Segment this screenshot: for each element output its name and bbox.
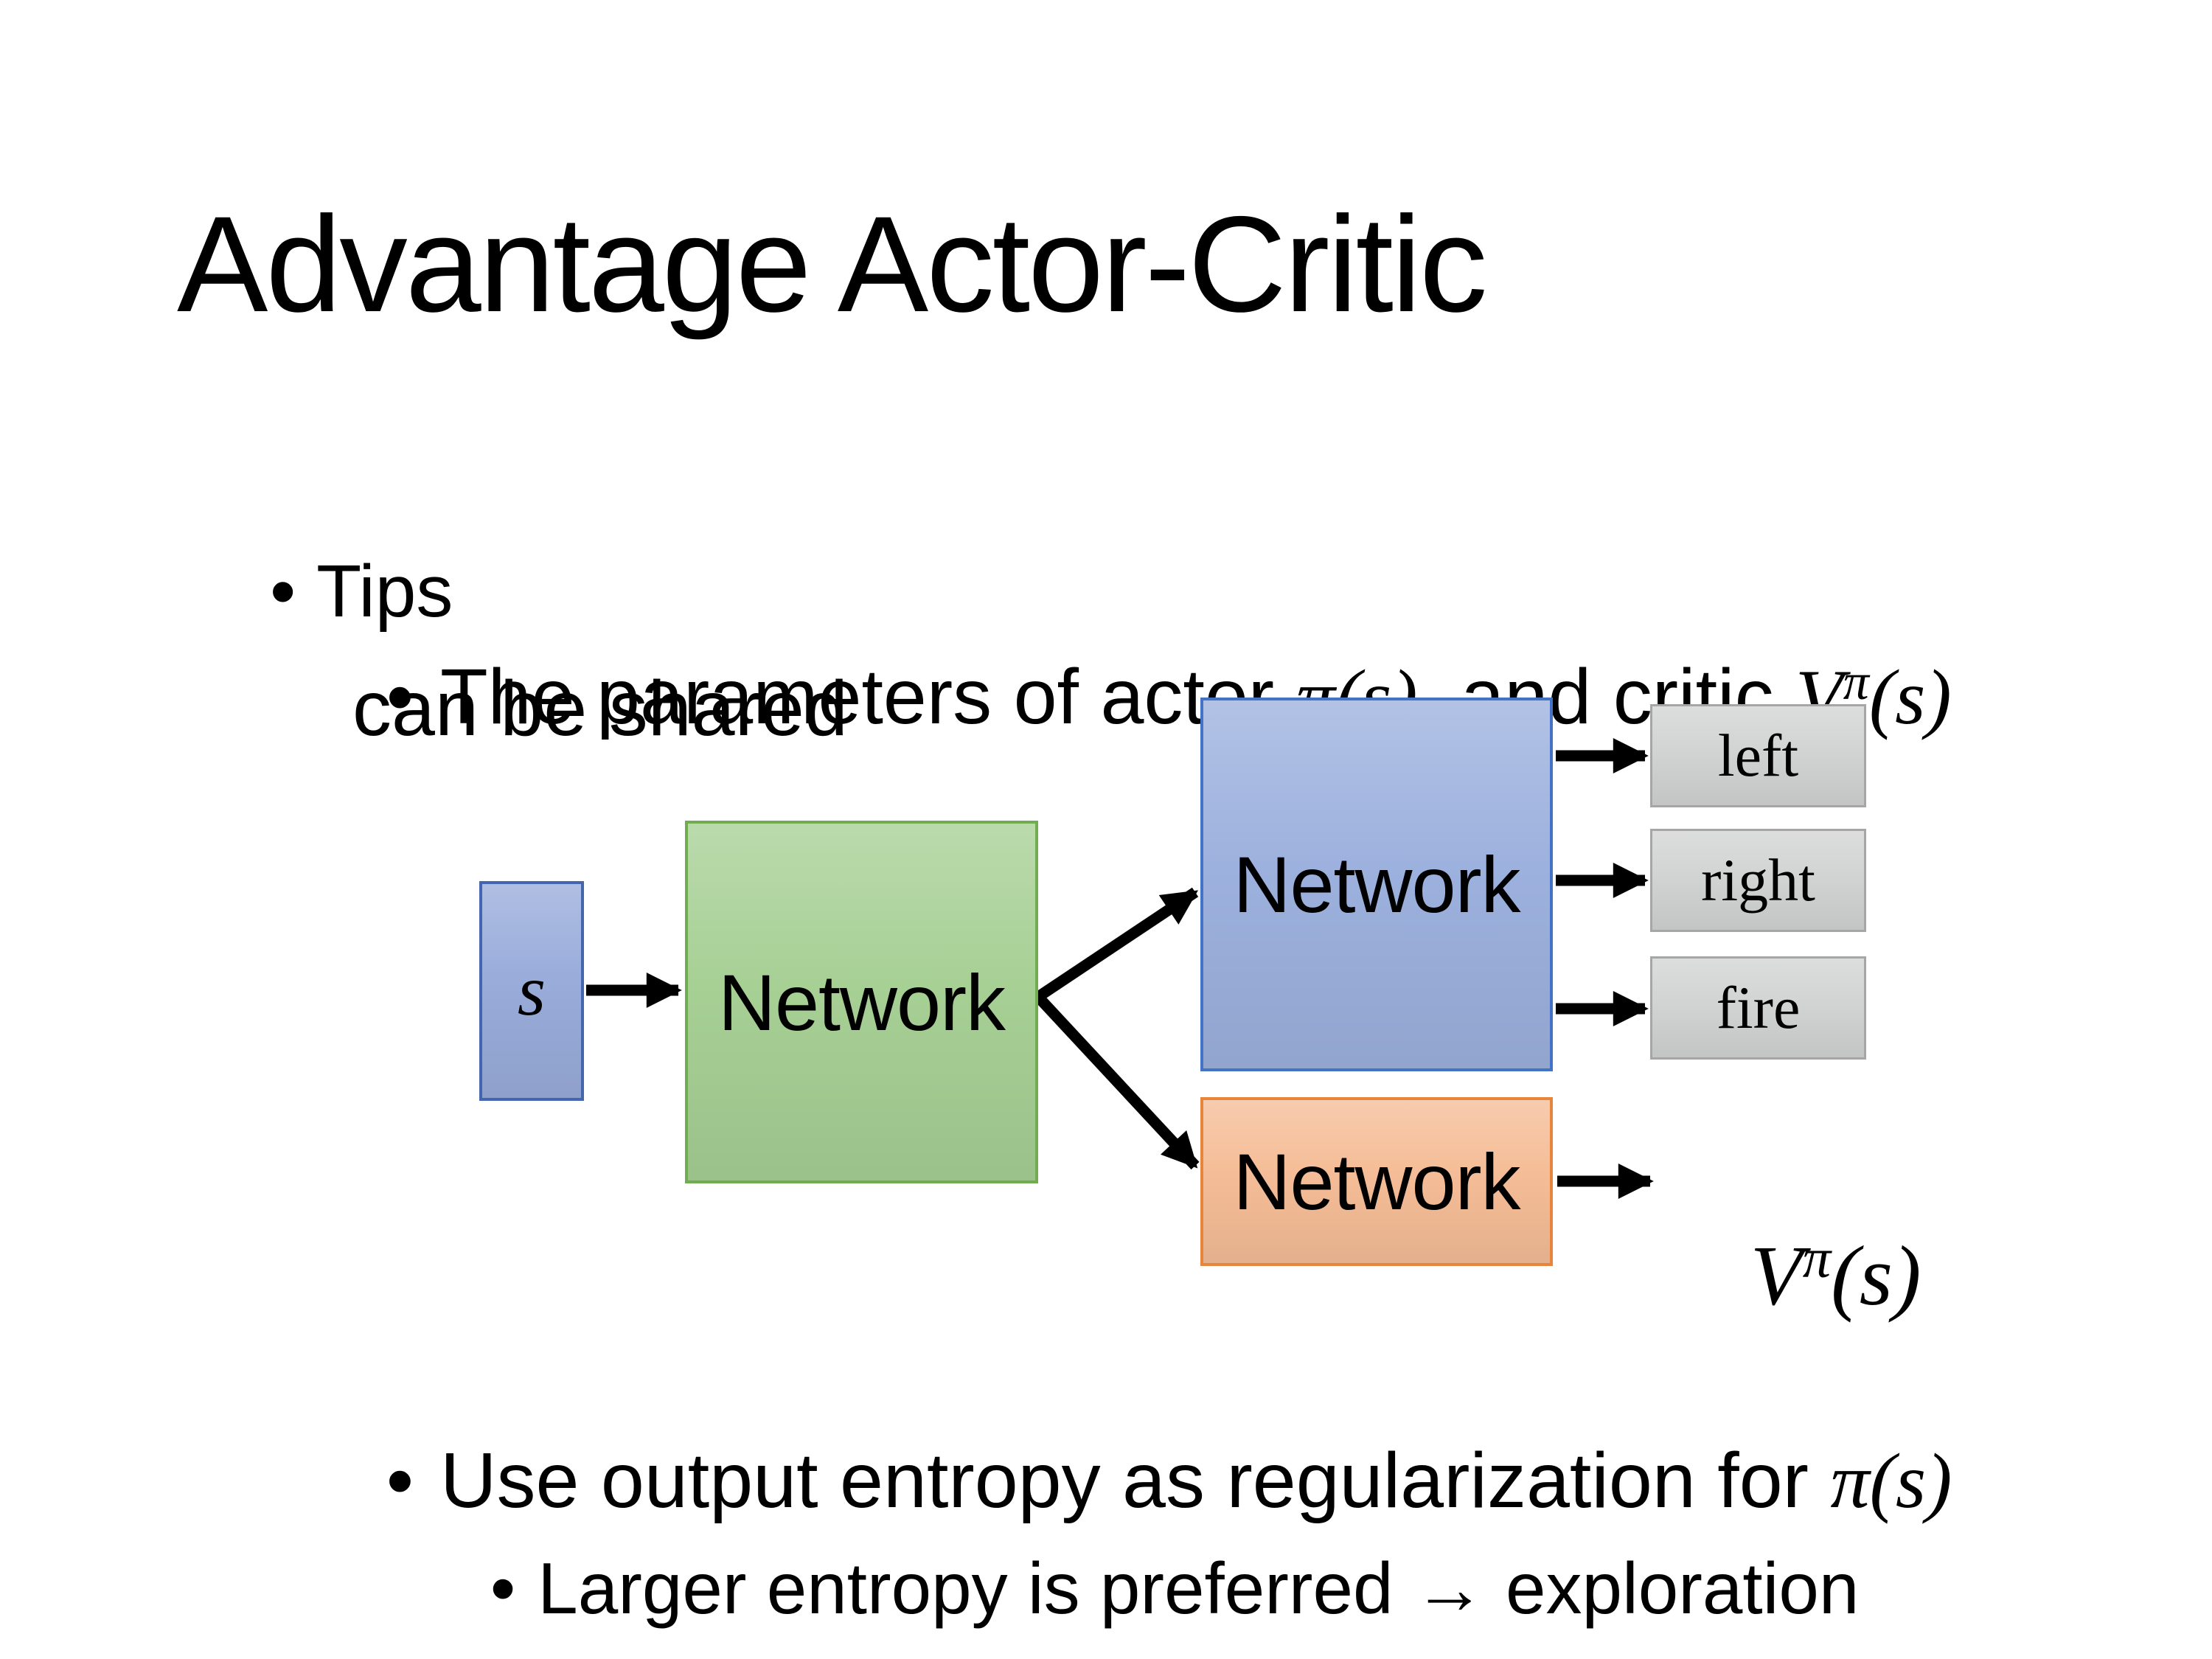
input-state-label: s [517,951,546,1031]
parameters-text-continuation: can be shared [352,665,848,752]
critic-network-box: Network [1200,1097,1553,1266]
action-box-right: right [1650,829,1866,932]
parameters-text: The parameters of actor [439,653,1296,741]
action-box-fire: fire [1650,956,1866,1060]
critic-output-sup-pi: π [1802,1227,1832,1290]
critic-output-base: V [1750,1229,1803,1324]
action-label-right: right [1701,846,1815,914]
action-box-left: left [1650,704,1866,807]
slide-title: Advantage Actor-Critic [177,189,1488,341]
bullet-line-exploration: • Larger entropy is preferred → explorati… [410,1458,1859,1659]
exploration-text: Larger entropy is preferred → exploratio… [538,1547,1860,1629]
critic-network-label: Network [1233,1137,1520,1226]
tips-label: Tips [316,550,453,633]
math-v-sup-pi: π [1843,653,1869,711]
critic-output-args: (s) [1831,1229,1921,1324]
bullet-icon: • [386,1437,414,1525]
math-pi-s: π(s) [1830,1438,1952,1525]
shared-network-label: Network [717,957,1006,1047]
actor-network-label: Network [1233,840,1520,929]
actor-network-box: Network [1200,698,1553,1071]
bullet-icon: • [386,653,414,741]
action-label-left: left [1717,722,1799,789]
bullet-icon: • [490,1547,516,1629]
math-v-args: (s) [1868,654,1952,741]
arrow-shared-to-actor [1034,887,1199,1002]
action-label-fire: fire [1716,974,1801,1041]
arrow-shared-to-critic [1034,992,1200,1170]
bullet-icon: • [270,550,296,633]
bullet-line-entropy: • Use output entropy as regularization fo… [299,1340,1952,1622]
bullet-line-tips: •Tips [188,459,453,724]
shared-network-box: Network [685,821,1038,1183]
input-state-box: s [479,881,584,1101]
entropy-text: Use output entropy as regularization for [439,1437,1831,1525]
critic-output-label: Vπ(s) [1655,1127,1921,1425]
